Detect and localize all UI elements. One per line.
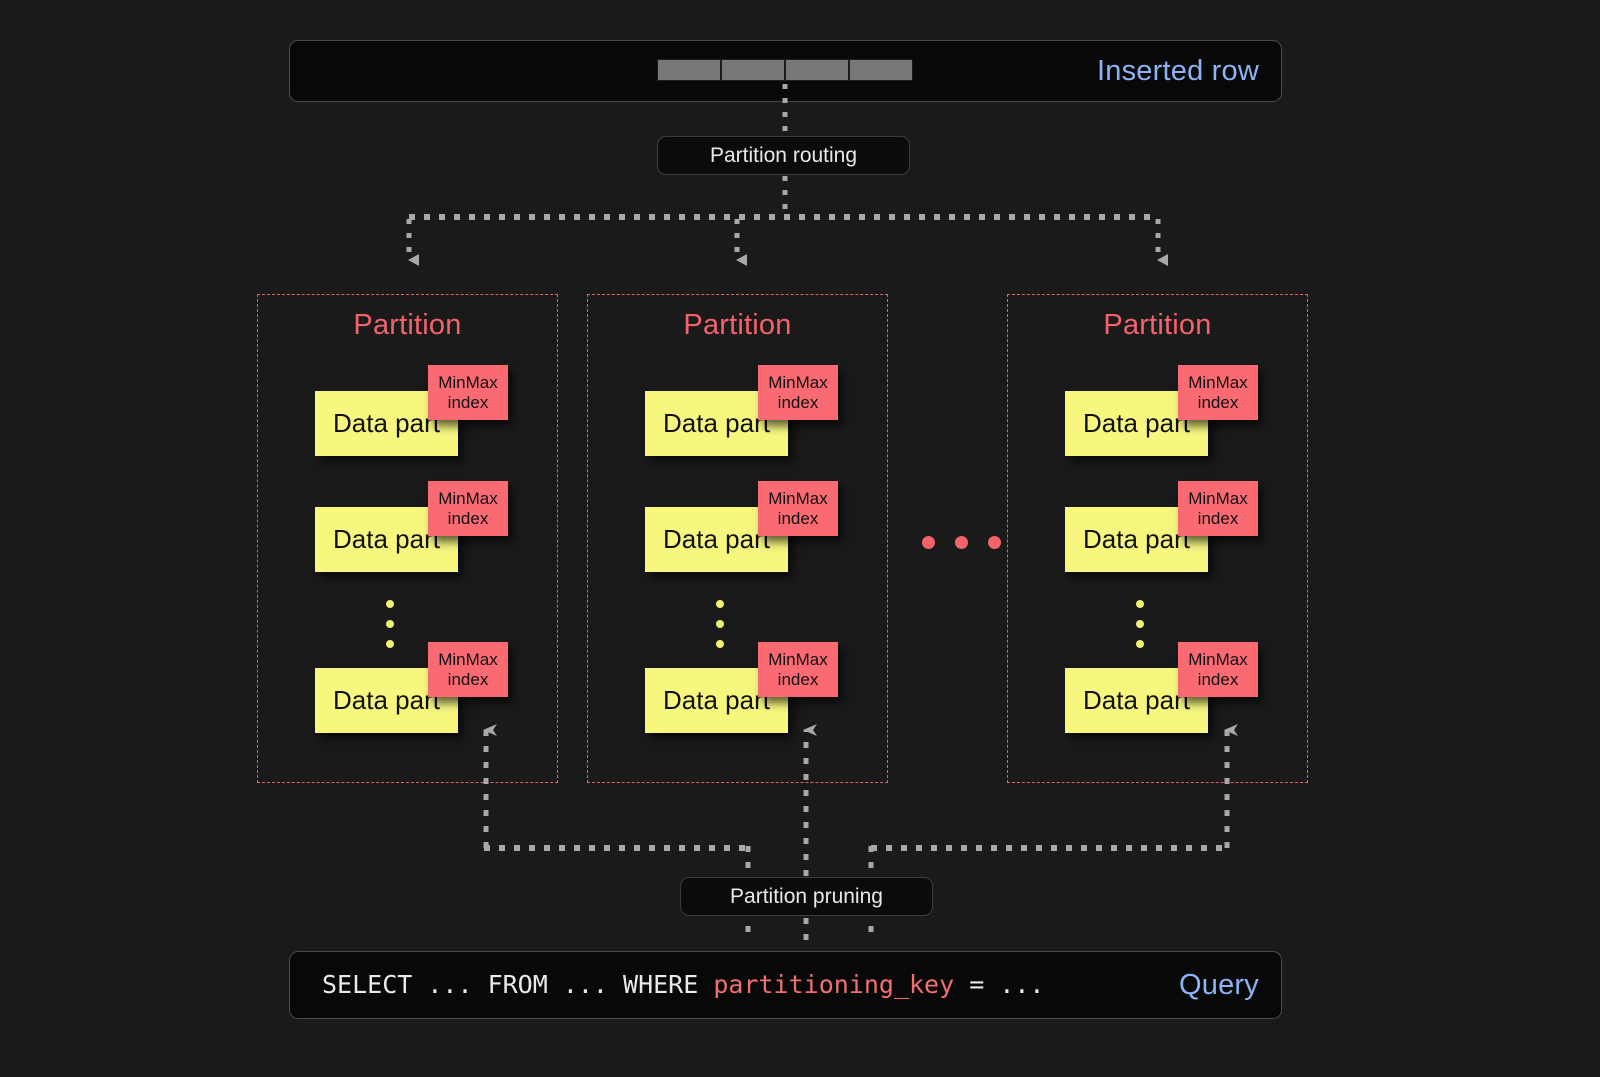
minmax-index-line1: MinMax	[768, 488, 828, 508]
minmax-index-box: MinMax index	[428, 642, 508, 697]
minmax-index-line2: index	[1197, 392, 1239, 412]
partition-routing-label: Partition routing	[657, 136, 910, 175]
inserted-row-cells	[657, 59, 913, 81]
query-sql-keyword: partitioning_key	[713, 970, 955, 999]
data-part-box: Data part	[315, 391, 458, 456]
ellipsis-dot	[716, 620, 724, 628]
data-part-group: Data part MinMax index	[315, 642, 545, 752]
data-part-group: Data part MinMax index	[1065, 481, 1295, 591]
data-part-group: Data part MinMax index	[315, 481, 545, 591]
ellipsis-dot	[1136, 600, 1144, 608]
minmax-index-line1: MinMax	[1188, 649, 1248, 669]
minmax-index-line2: index	[777, 508, 819, 528]
partition-pruning-label: Partition pruning	[680, 877, 933, 916]
minmax-index-line2: index	[447, 669, 489, 689]
minmax-index-box: MinMax index	[1178, 365, 1258, 420]
minmax-index-line2: index	[777, 392, 819, 412]
partition-title: Partition	[1103, 309, 1212, 341]
ellipsis-dot	[988, 536, 1001, 549]
query-sql-prefix: SELECT ... FROM ... WHERE	[322, 970, 714, 999]
partition-vertical-ellipsis	[716, 600, 724, 648]
partition-box-0: Partition Data part MinMax index Data pa…	[257, 294, 558, 783]
partition-vertical-ellipsis	[386, 600, 394, 648]
partition-title: Partition	[353, 309, 462, 341]
row-cell	[849, 59, 913, 81]
ellipsis-dot	[922, 536, 935, 549]
data-part-group: Data part MinMax index	[315, 365, 545, 475]
data-part-box: Data part	[315, 668, 458, 733]
minmax-index-box: MinMax index	[428, 365, 508, 420]
minmax-index-line2: index	[447, 508, 489, 528]
query-sql-text: SELECT ... FROM ... WHERE partitioning_k…	[322, 970, 1044, 999]
partition-box-1: Partition Data part MinMax index Data pa…	[587, 294, 888, 783]
ellipsis-dot	[386, 640, 394, 648]
data-part-box: Data part	[645, 391, 788, 456]
minmax-index-line1: MinMax	[438, 649, 498, 669]
minmax-index-box: MinMax index	[758, 365, 838, 420]
inserted-row-caption: Inserted row	[1097, 54, 1259, 87]
row-cell	[785, 59, 849, 81]
ellipsis-dot	[716, 640, 724, 648]
ellipsis-dot	[386, 620, 394, 628]
minmax-index-box: MinMax index	[428, 481, 508, 536]
minmax-index-line1: MinMax	[438, 372, 498, 392]
minmax-index-line2: index	[777, 669, 819, 689]
minmax-index-line2: index	[1197, 669, 1239, 689]
data-part-group: Data part MinMax index	[645, 365, 875, 475]
ellipsis-dot	[386, 600, 394, 608]
data-part-group: Data part MinMax index	[645, 642, 875, 752]
row-cell	[721, 59, 785, 81]
minmax-index-box: MinMax index	[758, 642, 838, 697]
partition-vertical-ellipsis	[1136, 600, 1144, 648]
row-cell	[657, 59, 721, 81]
ellipsis-dot	[1136, 640, 1144, 648]
minmax-index-line2: index	[447, 392, 489, 412]
query-bar: Query	[289, 951, 1282, 1019]
minmax-index-line1: MinMax	[768, 649, 828, 669]
minmax-index-line2: index	[1197, 508, 1239, 528]
query-sql-suffix: = ...	[954, 970, 1045, 999]
partition-title: Partition	[683, 309, 792, 341]
minmax-index-line1: MinMax	[438, 488, 498, 508]
minmax-index-line1: MinMax	[768, 372, 828, 392]
minmax-index-line1: MinMax	[1188, 372, 1248, 392]
minmax-index-line1: MinMax	[1188, 488, 1248, 508]
ellipsis-dot	[1136, 620, 1144, 628]
data-part-group: Data part MinMax index	[1065, 365, 1295, 475]
query-caption: Query	[1179, 968, 1259, 1001]
between-partitions-ellipsis	[922, 536, 1001, 549]
minmax-index-box: MinMax index	[1178, 642, 1258, 697]
ellipsis-dot	[955, 536, 968, 549]
minmax-index-box: MinMax index	[758, 481, 838, 536]
data-part-box: Data part	[645, 507, 788, 572]
minmax-index-box: MinMax index	[1178, 481, 1258, 536]
data-part-group: Data part MinMax index	[1065, 642, 1295, 752]
partition-box-2: Partition Data part MinMax index Data pa…	[1007, 294, 1308, 783]
data-part-group: Data part MinMax index	[645, 481, 875, 591]
ellipsis-dot	[716, 600, 724, 608]
